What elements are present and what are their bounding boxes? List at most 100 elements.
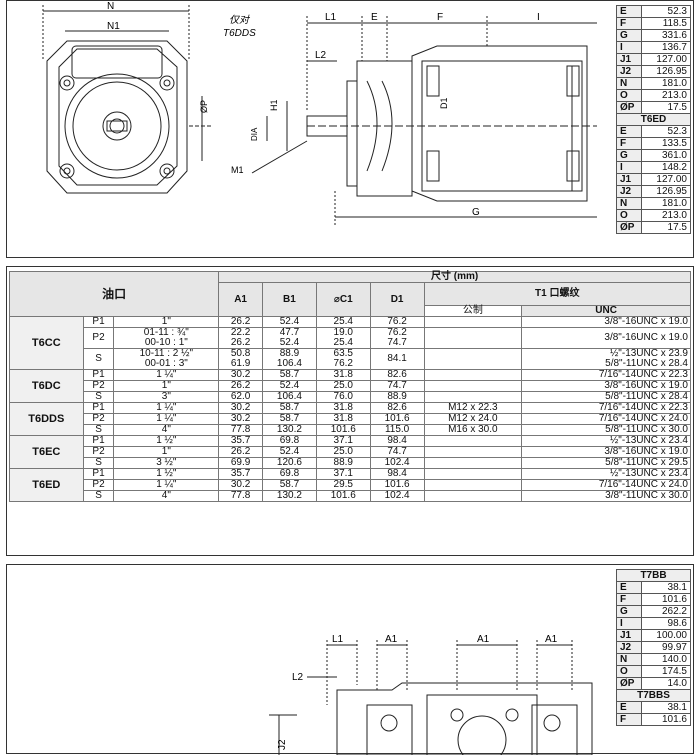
a1-cell: 30.2	[218, 402, 264, 414]
dim-value: 52.3	[641, 5, 691, 18]
port-cell: P2	[82, 446, 115, 458]
metric-thread-cell: M16 x 30.0	[423, 424, 523, 436]
port-size-cell-line: 1 ¼"	[156, 413, 177, 424]
unc-thread-cell: ½"-13UNC x 23.4	[521, 468, 691, 480]
unc-thread-cell-line: 3/8"-16UNC x 19.0	[604, 380, 688, 391]
d1-cell: 102.4	[369, 490, 425, 502]
unc-thread-cell-line: ½"-13UNC x 23.9	[609, 348, 688, 359]
d1-cell-line: 76.2	[387, 316, 407, 327]
dim-value: 331.6	[641, 29, 691, 42]
dim-label-f: F	[437, 12, 443, 23]
dim-label-dia: DIA	[250, 127, 259, 141]
c1-cell: 25.0	[315, 446, 371, 458]
c1-cell: 101.6	[315, 424, 371, 436]
a1-cell: 30.2	[218, 413, 264, 425]
d1-cell: 82.6	[369, 369, 425, 381]
c1-cell: 88.9	[315, 457, 371, 469]
dim-value: 52.3	[641, 125, 691, 138]
d1-cell: 101.6	[369, 413, 425, 425]
port-size-cell-line: 1"	[161, 380, 171, 391]
drawing-caption-line2: T6DDS	[223, 28, 256, 39]
port-size-cell-line: 1 ½"	[156, 435, 177, 446]
unc-thread-cell: 3/8"-16UNC x 19.0	[521, 316, 691, 328]
port-size-cell-line: 1 ¼"	[156, 479, 177, 490]
header-t1: T1 口螺纹	[423, 282, 692, 306]
port-size-cell: 1"	[113, 380, 220, 392]
a1-cell: 35.7	[218, 435, 264, 447]
dim-value: 136.7	[641, 41, 691, 54]
dim-key: E	[616, 5, 642, 18]
metric-thread-cell	[423, 479, 523, 491]
port-cell: P1	[82, 316, 115, 328]
unc-thread-cell-line: 5/8"-11UNC x 29.5	[605, 457, 688, 468]
c1-cell: 25.0	[315, 380, 371, 392]
unc-thread-cell: 7/16"-14UNC x 24.0	[521, 413, 691, 425]
c1-cell-line: 63.5	[333, 348, 353, 359]
b1-cell-line: 52.4	[279, 337, 300, 348]
port-size-cell-line: 1"	[161, 316, 171, 327]
c1-cell: 31.8	[315, 402, 371, 414]
c1-cell: 25.4	[315, 316, 371, 328]
a1-cell-line: 30.2	[230, 479, 251, 490]
dim-key: J2	[616, 641, 642, 654]
a1-cell-line: 77.8	[230, 490, 251, 501]
header-unc: UNC	[521, 305, 691, 317]
dim-value: 262.2	[641, 605, 691, 618]
a1-cell-line: 35.7	[230, 468, 251, 479]
c1-cell-line: 25.4	[333, 337, 353, 348]
dim-key: I	[616, 617, 642, 630]
port-size-cell-line: 3 ½"	[156, 457, 177, 468]
port-cell: P2	[82, 413, 115, 425]
port-size-cell-line: 1 ½"	[156, 468, 177, 479]
dim-value: 38.1	[641, 701, 691, 714]
metric-thread-cell	[423, 490, 523, 502]
dim-key: J1	[616, 53, 642, 66]
b1-cell-line: 58.7	[279, 413, 300, 424]
port-cell: S	[82, 348, 115, 370]
dim-label-d1: D1	[439, 97, 449, 109]
port-cell: P2	[82, 479, 115, 491]
a1-cell: 69.9	[218, 457, 264, 469]
dim-key: G	[616, 605, 642, 618]
dim-value: 127.00	[641, 173, 691, 186]
b1-cell-line: 52.4	[279, 380, 300, 391]
c1-cell-line: 101.6	[330, 490, 356, 501]
a1-cell: 26.2	[218, 316, 264, 328]
b1-cell-line: 58.7	[279, 479, 300, 490]
unc-thread-cell-line: 7/16"-14UNC x 24.0	[598, 413, 688, 424]
dim-key: ØP	[616, 221, 642, 234]
c1-cell: 37.1	[315, 435, 371, 447]
b1-cell: 58.7	[262, 413, 317, 425]
b1-cell: 120.6	[262, 457, 317, 469]
metric-thread-cell: M12 x 24.0	[423, 413, 523, 425]
a1-cell: 30.2	[218, 369, 264, 381]
dim-label-e: E	[371, 12, 378, 23]
dim-value: 17.5	[641, 221, 691, 234]
dim-value: 133.5	[641, 137, 691, 150]
unc-thread-cell-line: 7/16"-14UNC x 22.3	[598, 402, 688, 413]
dim-value: 181.0	[641, 197, 691, 210]
unc-thread-cell: 5/8"-11UNC x 28.4	[521, 391, 691, 403]
dim-value: 127.00	[641, 53, 691, 66]
model-cell: T6DDS	[9, 402, 84, 436]
d1-cell: 101.6	[369, 479, 425, 491]
port-size-cell: 1"	[113, 316, 220, 328]
c1-cell: 37.1	[315, 468, 371, 480]
dim-key: N	[616, 653, 642, 666]
port-cell: P1	[82, 435, 115, 447]
dim-key: N	[616, 77, 642, 90]
